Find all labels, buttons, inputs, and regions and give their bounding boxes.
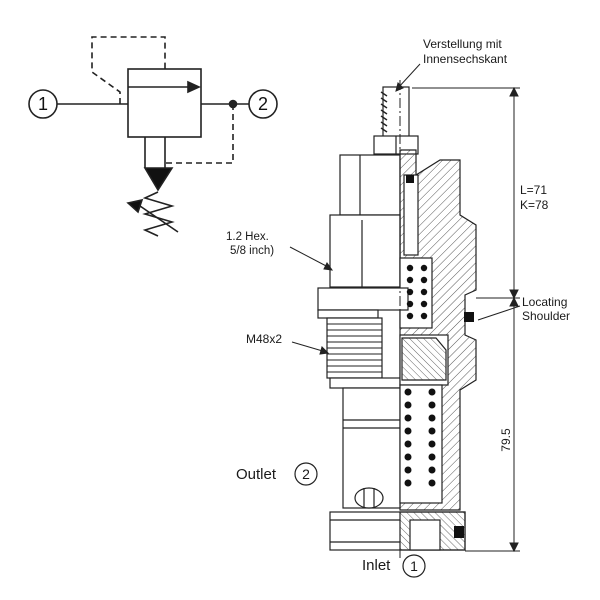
locating-collar (317, 287, 409, 311)
dim-arrow-shoulder-down (509, 296, 519, 307)
spring-icon (142, 191, 175, 237)
adjust-label-line1: Verstellung mit (423, 37, 502, 51)
inlet-port-number: 1 (410, 558, 418, 574)
shoulder-label-line2: Shoulder (522, 309, 570, 323)
dim-arrow-top (509, 86, 519, 97)
outlet-label: Outlet (236, 466, 277, 483)
inlet-port-circle (402, 554, 426, 578)
valve-box (127, 68, 202, 138)
leader-shoulder (477, 305, 521, 321)
thread-lines (327, 323, 382, 373)
dim-arrow-bottom (509, 542, 519, 553)
length-label-l: L=71 (520, 183, 547, 197)
adjust-arrow-line (139, 205, 179, 233)
port-1-number: 1 (38, 94, 48, 114)
flow-arrowhead (187, 80, 201, 94)
leader-hex-arrow (323, 262, 334, 271)
inlet-label: Inlet (362, 557, 391, 574)
leader-adjust-arrow (395, 82, 404, 92)
upper-spring (406, 264, 428, 320)
leaders (289, 63, 521, 355)
outlet-port-circle (294, 462, 318, 486)
lower-spring (404, 388, 436, 487)
dim-lower-label: 79.5 (499, 428, 513, 452)
hex-label-line2: 5/8 inch) (230, 245, 274, 257)
dim-arrow-shoulder-up (509, 289, 519, 300)
spring-triangle (143, 167, 174, 192)
leader-adjust (397, 63, 421, 89)
port-2-number: 2 (258, 94, 268, 114)
valve-cartridge (317, 86, 477, 551)
dimensions (412, 86, 520, 553)
leader-hex (289, 246, 331, 269)
hex-label-line1: 1.2 Hex. (226, 231, 269, 243)
o-rings (406, 175, 474, 538)
thread-label: M48x2 (246, 332, 282, 346)
shoulder-label-line1: Locating (522, 295, 567, 309)
screw-threads (380, 91, 388, 133)
leader-thread-arrow (319, 346, 330, 355)
schematic-symbol (28, 36, 278, 237)
length-label-k: K=78 (520, 198, 549, 212)
outlet-hole (354, 487, 384, 509)
adjust-label-line2: Innensechskant (423, 52, 508, 66)
pilot-line-top (91, 36, 166, 104)
port-2-circle (248, 89, 278, 119)
outlet-port-number: 2 (302, 466, 310, 482)
adjust-arrowhead (126, 198, 144, 214)
drain-line (165, 104, 234, 164)
leader-thread (291, 341, 327, 353)
